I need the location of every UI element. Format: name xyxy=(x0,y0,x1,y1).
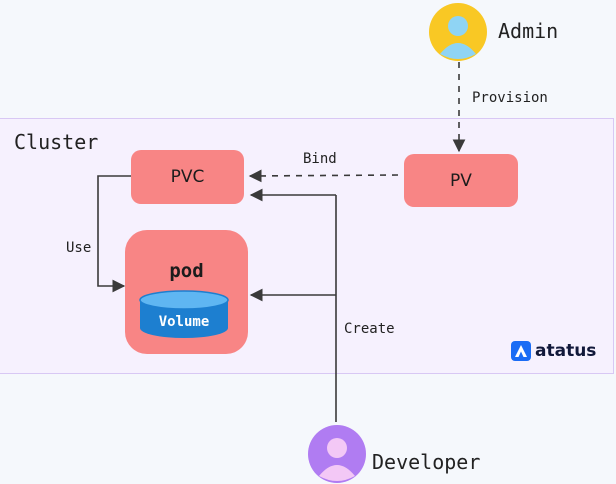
admin-label: Admin xyxy=(498,19,559,43)
brand-logo: atatus xyxy=(511,341,596,361)
volume-label: Volume xyxy=(158,314,210,330)
pv-label: PV xyxy=(450,170,472,191)
bind-arrow xyxy=(248,169,399,183)
pvc-node: PVC xyxy=(131,150,244,204)
developer-avatar-icon xyxy=(308,425,366,483)
use-arrow xyxy=(97,175,131,293)
cluster-label: Cluster xyxy=(14,130,99,154)
pod-label: pod xyxy=(169,260,204,282)
pvc-label: PVC xyxy=(170,167,205,187)
developer-label: Developer xyxy=(372,450,481,474)
atatus-logo-icon xyxy=(511,341,531,361)
volume-cylinder-icon xyxy=(139,290,229,338)
bind-label: Bind xyxy=(303,151,337,167)
provision-label: Provision xyxy=(472,90,548,106)
pv-node: PV xyxy=(404,154,518,207)
brand-name: atatus xyxy=(535,341,597,361)
create-label: Create xyxy=(344,321,395,337)
admin-avatar-icon xyxy=(429,3,487,61)
use-label: Use xyxy=(66,240,92,256)
